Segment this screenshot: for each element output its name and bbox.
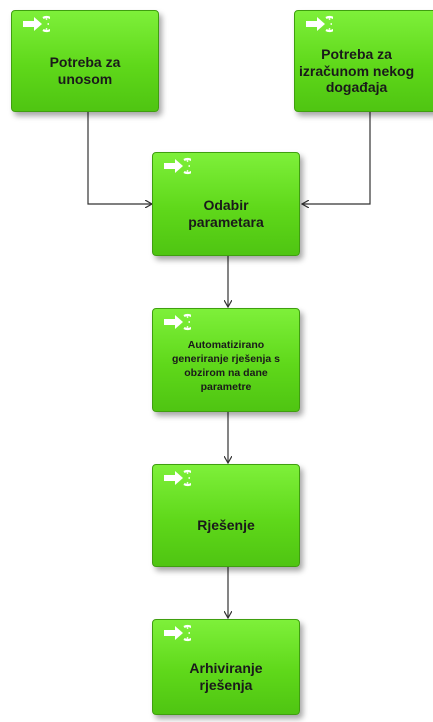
- node-label: Arhiviranje rješenja: [189, 660, 263, 693]
- event-node-event-calc-need[interactable]: Potreba za izračunom nekog događaja: [294, 10, 433, 112]
- event-arrow-icon: [164, 624, 191, 642]
- event-arrow-icon: [164, 157, 191, 175]
- connector-input-to-params: [87, 112, 152, 204]
- node-label: Potreba za izračunom nekog događaja: [299, 45, 415, 96]
- connector-event-to-params: [302, 112, 371, 204]
- event-node-solution[interactable]: Rješenje: [152, 464, 300, 567]
- event-node-archive[interactable]: Arhiviranje rješenja: [152, 619, 300, 715]
- event-arrow-icon: [164, 313, 191, 331]
- event-node-input-need[interactable]: Potreba za unosom: [11, 10, 159, 112]
- node-label: Automatizirano generiranje rješenja s ob…: [172, 338, 280, 394]
- node-label: Potreba za unosom: [49, 54, 121, 87]
- event-arrow-icon: [306, 15, 333, 33]
- node-label: Odabir parametara: [188, 197, 264, 230]
- event-arrow-icon: [23, 15, 50, 33]
- event-node-param-select[interactable]: Odabir parametara: [152, 152, 300, 256]
- node-label: Rješenje: [197, 517, 255, 534]
- event-arrow-icon: [164, 469, 191, 487]
- event-node-auto-generate[interactable]: Automatizirano generiranje rješenja s ob…: [152, 308, 300, 412]
